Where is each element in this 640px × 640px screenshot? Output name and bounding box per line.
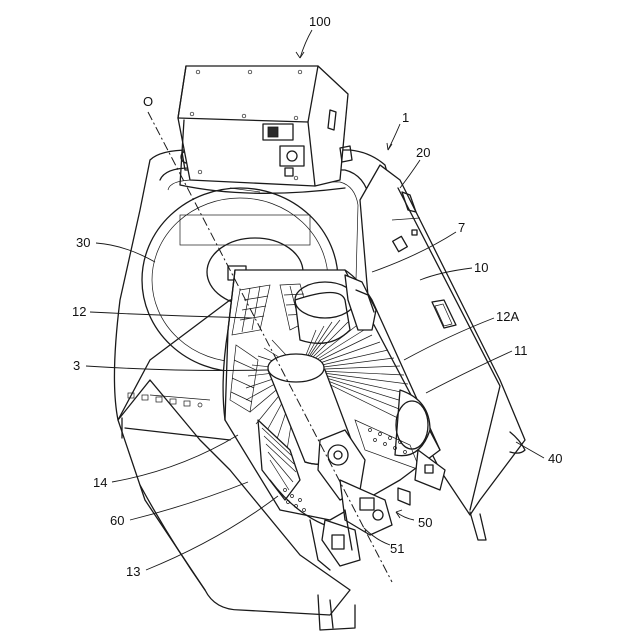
label-40: 40 xyxy=(548,451,562,466)
label-14: 14 xyxy=(93,475,107,490)
label-12A: 12A xyxy=(496,309,519,324)
label-10: 10 xyxy=(474,260,488,275)
label-60: 60 xyxy=(110,513,124,528)
label-30: 30 xyxy=(76,235,90,250)
label-12: 12 xyxy=(72,304,86,319)
label-axis-O: O xyxy=(143,94,153,109)
label-50: 50 xyxy=(418,515,432,530)
label-7: 7 xyxy=(458,220,465,235)
label-51: 51 xyxy=(390,541,404,556)
label-11: 11 xyxy=(514,343,528,358)
control-unit-100 xyxy=(178,66,352,193)
label-3: 3 xyxy=(73,358,80,373)
label-1: 1 xyxy=(402,110,409,125)
label-100: 100 xyxy=(309,14,331,29)
label-20: 20 xyxy=(416,145,430,160)
label-13: 13 xyxy=(126,564,140,579)
